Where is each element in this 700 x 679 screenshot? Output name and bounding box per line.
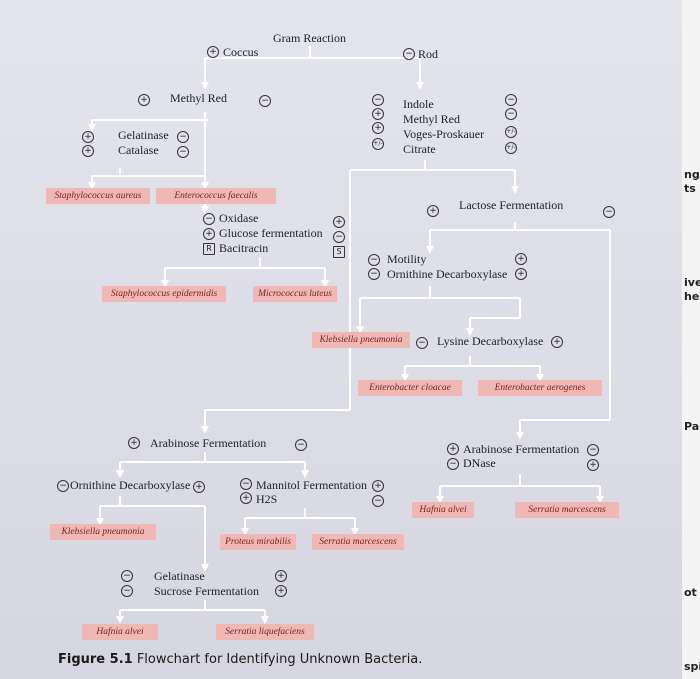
plus-symbol: + xyxy=(372,480,384,492)
plus-symbol: + xyxy=(275,585,287,597)
minus-symbol: − xyxy=(368,254,380,266)
variable-symbol: +/- xyxy=(505,126,517,138)
plus-symbol: + xyxy=(372,122,384,134)
plus-symbol: + xyxy=(515,268,527,280)
minus-symbol: − xyxy=(505,108,517,120)
result-staph-aureus: Staphylococcus aureus xyxy=(46,188,150,204)
result-enterobacter-cloacae: Enterobacter cloacae xyxy=(358,380,462,396)
s-symbol: S xyxy=(333,246,345,258)
minus-symbol: − xyxy=(403,48,415,60)
plus-symbol: + xyxy=(551,336,563,348)
node-gelatinase: Gelatinase xyxy=(118,128,169,142)
result-serratia-marcescens: Serratia marcescens xyxy=(515,502,619,518)
plus-symbol: + xyxy=(427,205,439,217)
figure-caption: Figure 5.1 Flowchart for Identifying Unk… xyxy=(58,652,422,667)
result-proteus: Proteus mirabilis xyxy=(220,534,296,550)
minus-symbol: − xyxy=(177,131,189,143)
plus-symbol: + xyxy=(193,481,205,493)
edge-text: ot xyxy=(684,586,697,599)
plus-symbol: + xyxy=(207,46,219,58)
plus-symbol: + xyxy=(372,108,384,120)
edge-text: ts xyxy=(684,182,696,195)
node-voges-proskauer: Voges-Proskauer xyxy=(403,127,485,141)
node-rod: Rod xyxy=(418,47,439,61)
node-indole: Indole xyxy=(403,97,434,111)
result-hafnia: Hafnia alvei xyxy=(412,502,474,518)
result-klebsiella: Klebsiella pneumonia xyxy=(312,332,410,348)
variable-symbol: +/- xyxy=(372,138,384,150)
plus-symbol: + xyxy=(275,570,287,582)
plus-symbol: + xyxy=(515,253,527,265)
minus-symbol: − xyxy=(447,458,459,470)
node-arabinose-fermentation: Arabinose Fermentation xyxy=(150,436,267,450)
minus-symbol: − xyxy=(505,94,517,106)
result-staph-epidermidis: Staphylococcus epidermidis xyxy=(102,286,226,302)
minus-symbol: − xyxy=(240,478,252,490)
node-ornithine-decarboxylase: Ornithine Decarboxylase xyxy=(387,267,508,281)
node-oxidase: Oxidase xyxy=(219,211,259,225)
result-enterococcus: Enterococcus faecalis xyxy=(156,188,276,204)
edge-text: he xyxy=(684,290,700,303)
node-gelatinase-2: Gelatinase xyxy=(154,569,205,583)
node-dnase: DNase xyxy=(463,456,496,470)
edge-text: spi xyxy=(684,660,700,673)
edge-text: ng xyxy=(684,168,700,181)
minus-symbol: − xyxy=(121,585,133,597)
minus-symbol: − xyxy=(177,146,189,158)
minus-symbol: − xyxy=(416,337,428,349)
minus-symbol: − xyxy=(603,206,615,218)
minus-symbol: − xyxy=(372,495,384,507)
minus-symbol: − xyxy=(372,94,384,106)
node-lysine-decarboxylase: Lysine Decarboxylase xyxy=(437,334,544,348)
node-ornithine-decarboxylase-2: Ornithine Decarboxylase xyxy=(70,478,191,492)
figure-label: Figure 5.1 xyxy=(58,652,133,667)
result-klebsiella-2: Klebsiella pneumonia xyxy=(50,524,156,540)
node-lactose-fermentation: Lactose Fermentation xyxy=(459,198,564,212)
plus-symbol: + xyxy=(82,145,94,157)
node-methyl-red-2: Methyl Red xyxy=(403,112,460,126)
flow-arrows xyxy=(88,46,611,624)
plus-symbol: + xyxy=(447,443,459,455)
node-mannitol-fermentation: Mannitol Fermentation xyxy=(256,478,367,492)
variable-symbol: +/- xyxy=(505,142,517,154)
edge-text: Pa xyxy=(684,420,700,433)
node-catalase: Catalase xyxy=(118,143,159,157)
minus-symbol: − xyxy=(259,95,271,107)
plus-symbol: + xyxy=(82,131,94,143)
node-h2s: H2S xyxy=(256,492,278,506)
node-coccus: Coccus xyxy=(223,45,259,59)
node-citrate: Citrate xyxy=(403,142,436,156)
plus-symbol: + xyxy=(203,228,215,240)
result-enterobacter-aerogenes: Enterobacter aerogenes xyxy=(478,380,602,396)
result-serratia-marcescens-2: Serratia marcescens xyxy=(312,534,404,550)
plus-symbol: + xyxy=(128,437,140,449)
node-sucrose-fermentation: Sucrose Fermentation xyxy=(154,584,259,598)
result-hafnia-2: Hafnia alvei xyxy=(82,624,158,640)
plus-symbol: + xyxy=(240,492,252,504)
plus-symbol: + xyxy=(333,216,345,228)
adjacent-page-edge: ng ts ive he Pa ot spi xyxy=(682,0,700,679)
gram-reaction-title: Gram Reaction xyxy=(273,31,346,45)
result-serratia-liquefaciens: Serratia liquefaciens xyxy=(216,624,314,640)
edge-text: ive xyxy=(684,276,700,289)
minus-symbol: − xyxy=(587,444,599,456)
minus-symbol: − xyxy=(57,480,69,492)
result-micrococcus: Micrococcus luteus xyxy=(253,286,337,302)
figure-caption-text: Flowchart for Identifying Unknown Bacter… xyxy=(132,652,423,667)
minus-symbol: − xyxy=(121,570,133,582)
node-glucose-fermentation: Glucose fermentation xyxy=(219,226,323,240)
minus-symbol: − xyxy=(295,439,307,451)
node-arabinose-fermentation-2: Arabinose Fermentation xyxy=(463,442,580,456)
node-bacitracin: Bacitracin xyxy=(219,241,269,255)
r-symbol: R xyxy=(203,243,215,255)
minus-symbol: − xyxy=(368,268,380,280)
minus-symbol: − xyxy=(203,213,215,225)
plus-symbol: + xyxy=(138,94,150,106)
node-motility: Motility xyxy=(387,252,427,266)
minus-symbol: − xyxy=(333,231,345,243)
node-methyl-red: Methyl Red xyxy=(170,91,227,105)
plus-symbol: + xyxy=(587,459,599,471)
